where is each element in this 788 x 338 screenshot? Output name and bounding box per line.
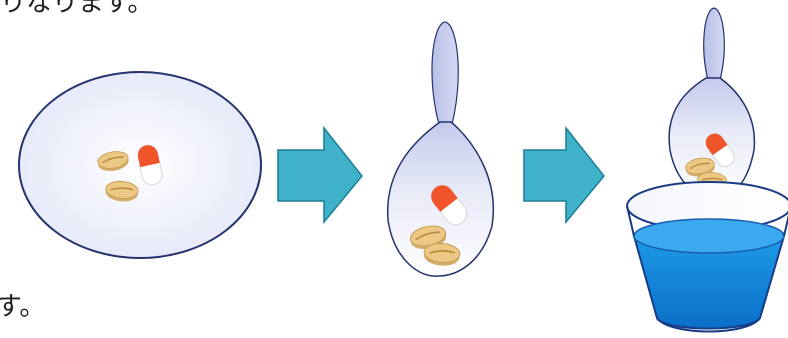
cup-step — [627, 8, 788, 332]
arrow-right-icon — [278, 128, 362, 222]
water-surface — [634, 219, 784, 253]
bag-handle — [432, 22, 458, 128]
bag-handle — [704, 8, 725, 80]
arrow-right-icon — [524, 128, 604, 222]
bag-step — [388, 22, 494, 276]
plate-step — [19, 72, 261, 258]
